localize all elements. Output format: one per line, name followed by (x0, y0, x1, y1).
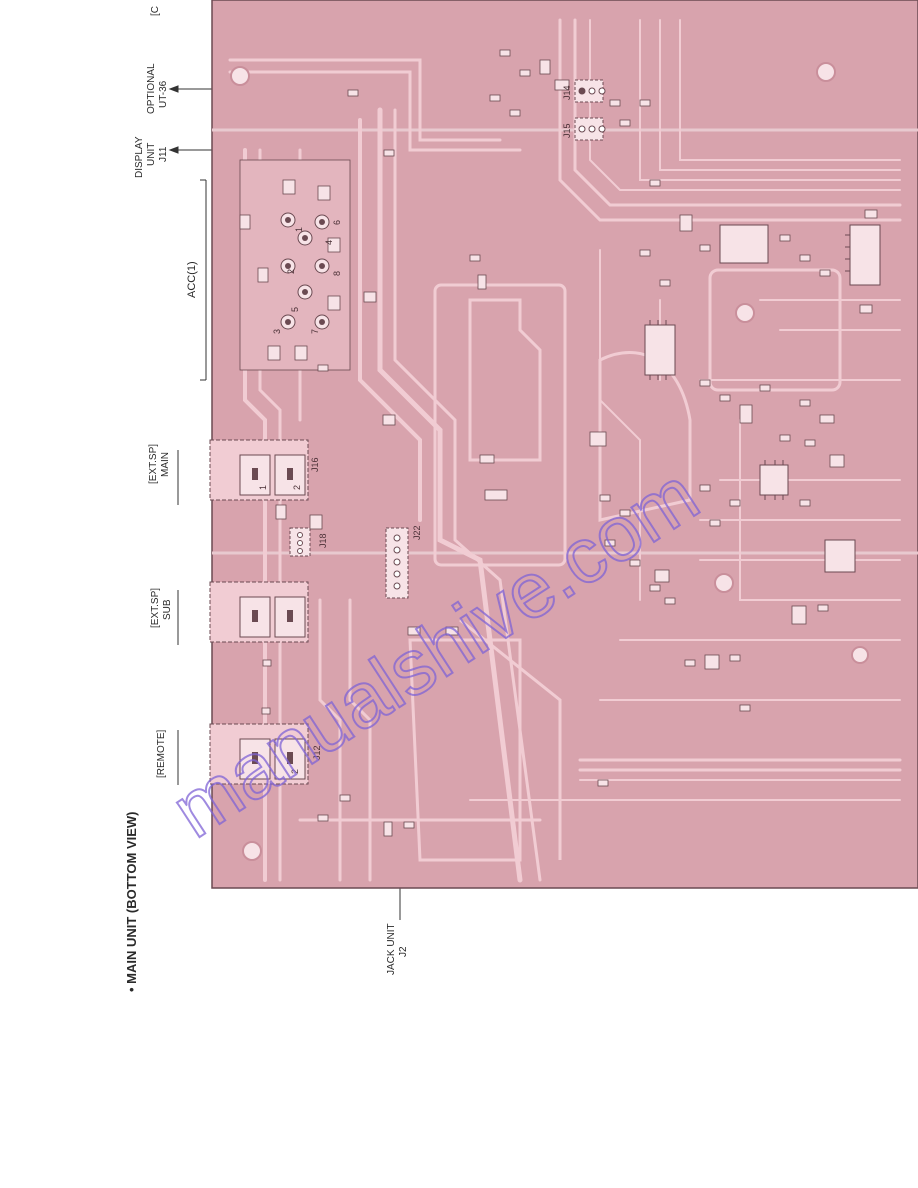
acc-pin6: 6 (332, 220, 342, 225)
j14-header (574, 79, 606, 103)
smd-components (239, 49, 878, 837)
j12-label: J12 (312, 745, 322, 760)
board-text: J16 J18 J22 J12 J14 J15 1 2 2 1 6 4 2 8 … (258, 85, 572, 774)
pin1-label: 1 (258, 485, 268, 490)
j14-label: J14 (562, 85, 572, 100)
acc-pin8: 8 (332, 271, 342, 276)
j22-header (385, 527, 409, 599)
mounting-holes (230, 62, 869, 861)
j18-label: J18 (318, 533, 328, 548)
acc-pin2: 2 (286, 269, 296, 274)
j16-label: J16 (310, 457, 320, 472)
pin2-label: 2 (292, 485, 302, 490)
acc-pin3: 3 (272, 329, 282, 334)
jack-slots (252, 468, 293, 764)
j15-label: J15 (562, 123, 572, 138)
acc-pin4: 4 (324, 240, 334, 245)
acc-pin7: 7 (310, 329, 320, 334)
j15-header (574, 117, 606, 141)
j22-label: J22 (412, 525, 422, 540)
acc-pin1: 1 (294, 227, 304, 232)
acc-pin5: 5 (290, 307, 300, 312)
acc1-connector-footprint (239, 159, 351, 371)
ic-chips (644, 224, 881, 573)
ic-pins (649, 234, 850, 500)
jack-footprints (209, 439, 309, 785)
j18-header (289, 527, 311, 557)
pin2-label-remote: 2 (290, 769, 300, 774)
